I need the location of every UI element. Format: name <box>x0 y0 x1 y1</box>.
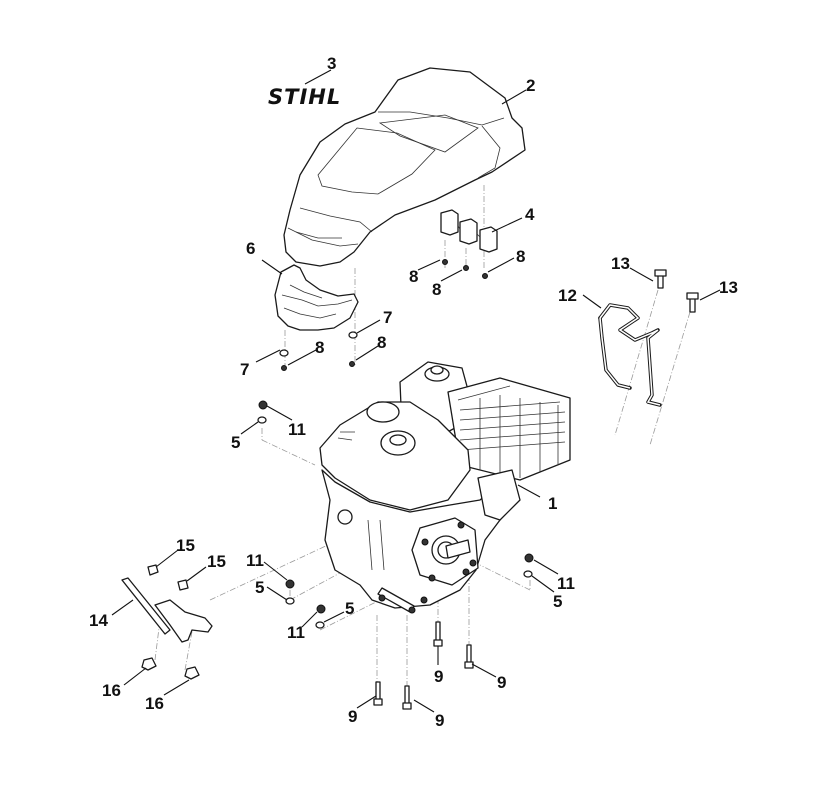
callout-9c[interactable]: 9 <box>348 707 357 726</box>
front-cover[interactable] <box>274 264 359 331</box>
callout-16b[interactable]: 16 <box>145 694 164 713</box>
hardware-top <box>279 259 488 371</box>
callout-labels: 1 2 3 4 5 5 5 5 6 7 7 8 8 8 8 8 9 9 9 9 … <box>89 54 738 730</box>
washer-5b <box>285 597 295 605</box>
callout-8b[interactable]: 8 <box>377 333 386 352</box>
callout-5c[interactable]: 5 <box>345 599 354 618</box>
callout-8c[interactable]: 8 <box>409 267 418 286</box>
screw-8b <box>349 361 355 367</box>
callout-2[interactable]: 2 <box>526 76 535 95</box>
washer-5a <box>257 416 267 424</box>
leader-lines <box>111 69 721 713</box>
bolts-9[interactable] <box>373 621 474 710</box>
washer-7a <box>279 349 289 357</box>
callout-16a[interactable]: 16 <box>102 681 121 700</box>
nuts-16[interactable] <box>141 657 200 680</box>
spacers-15[interactable] <box>147 564 189 591</box>
washer-5c <box>315 621 325 629</box>
callout-8e[interactable]: 8 <box>516 247 525 266</box>
stihl-logo-text: STIHL <box>268 85 341 109</box>
callout-9a[interactable]: 9 <box>434 667 443 686</box>
callout-11b[interactable]: 11 <box>246 551 264 570</box>
washer-5d <box>523 570 533 578</box>
screw-8a <box>281 365 287 371</box>
engine[interactable] <box>319 361 571 614</box>
callout-1[interactable]: 1 <box>548 494 557 513</box>
washer-7b <box>348 331 358 339</box>
callout-8a[interactable]: 8 <box>315 338 324 357</box>
callout-13a[interactable]: 13 <box>611 254 630 273</box>
nut-11c <box>316 604 326 614</box>
callout-5d[interactable]: 5 <box>553 592 562 611</box>
screw-8c <box>442 259 448 265</box>
callout-6[interactable]: 6 <box>246 239 255 258</box>
callout-5b[interactable]: 5 <box>255 578 264 597</box>
nut-11b <box>285 579 295 589</box>
callout-7a[interactable]: 7 <box>383 308 392 327</box>
bracket-12[interactable] <box>598 303 662 407</box>
callout-11c[interactable]: 11 <box>287 623 305 642</box>
callout-8d[interactable]: 8 <box>432 280 441 299</box>
callout-7b[interactable]: 7 <box>240 360 249 379</box>
callout-11a[interactable]: 11 <box>288 420 306 439</box>
callout-13b[interactable]: 13 <box>719 278 738 297</box>
callout-9b[interactable]: 9 <box>497 673 506 692</box>
callout-15b[interactable]: 15 <box>207 552 226 571</box>
screw-8e <box>482 273 488 279</box>
callout-15a[interactable]: 15 <box>176 536 195 555</box>
callout-9d[interactable]: 9 <box>435 711 444 730</box>
stihl-decal[interactable]: STIHL <box>268 85 341 109</box>
callout-5a[interactable]: 5 <box>231 433 240 452</box>
callout-4[interactable]: 4 <box>525 205 535 224</box>
callout-11d[interactable]: 11 <box>557 574 575 593</box>
callout-12[interactable]: 12 <box>558 286 577 305</box>
callout-14[interactable]: 14 <box>89 611 108 630</box>
screw-8d <box>463 265 469 271</box>
nut-11d <box>524 553 534 563</box>
throttle-bracket-14[interactable] <box>121 577 213 643</box>
hardware-middle <box>257 400 534 629</box>
clip-brackets[interactable] <box>440 209 498 253</box>
screws-13[interactable] <box>654 269 699 313</box>
callout-3[interactable]: 3 <box>327 54 336 73</box>
engine-cover[interactable] <box>283 67 526 267</box>
nut-11a <box>258 400 268 410</box>
